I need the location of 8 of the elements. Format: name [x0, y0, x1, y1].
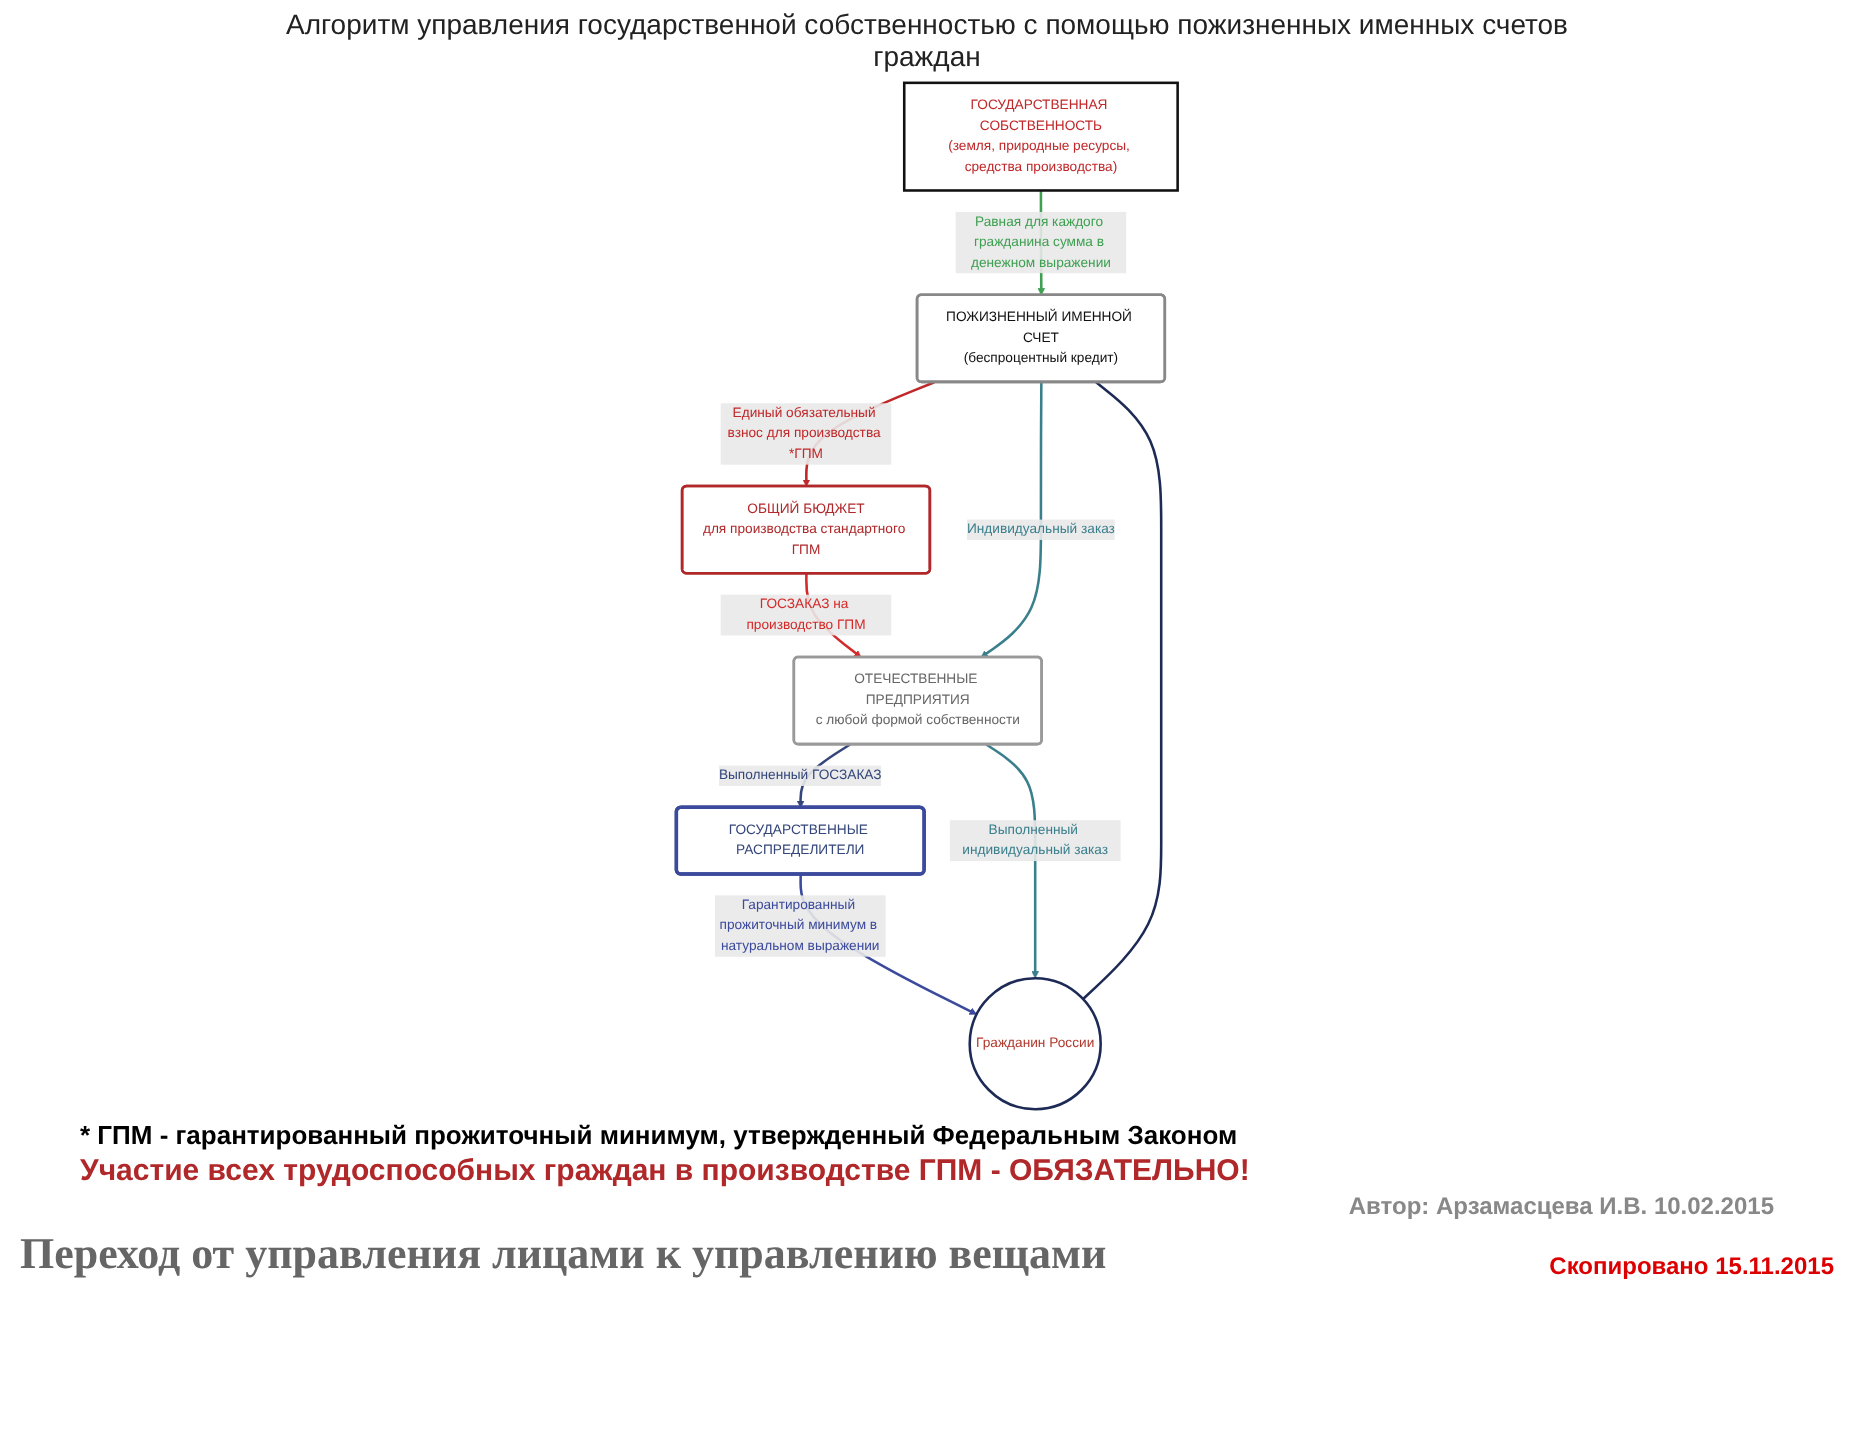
warning-note: Участие всех трудоспособных граждан в производстве ГПМ - ОБЯЗАТЕЛЬНО! [80, 1154, 1252, 1188]
caption: Переход от управления лицами к управлению вещами [20, 1228, 1107, 1280]
arrow [980, 382, 1043, 658]
footnote: * ГПМ - гарантированный прожиточный минимум, утвержденный Федеральным Законом [80, 1120, 1240, 1150]
author-note: Автор: Арзамасцева И.В. 10.02.2015 [1346, 1192, 1774, 1220]
diagram-title: Алгоритм управления государственной собственностью с помощью пожизненных именных счетов граждан [284, 8, 1570, 72]
connector [1082, 381, 1163, 1000]
copy-date-note: Скопировано 15.11.2015 [1549, 1252, 1834, 1280]
